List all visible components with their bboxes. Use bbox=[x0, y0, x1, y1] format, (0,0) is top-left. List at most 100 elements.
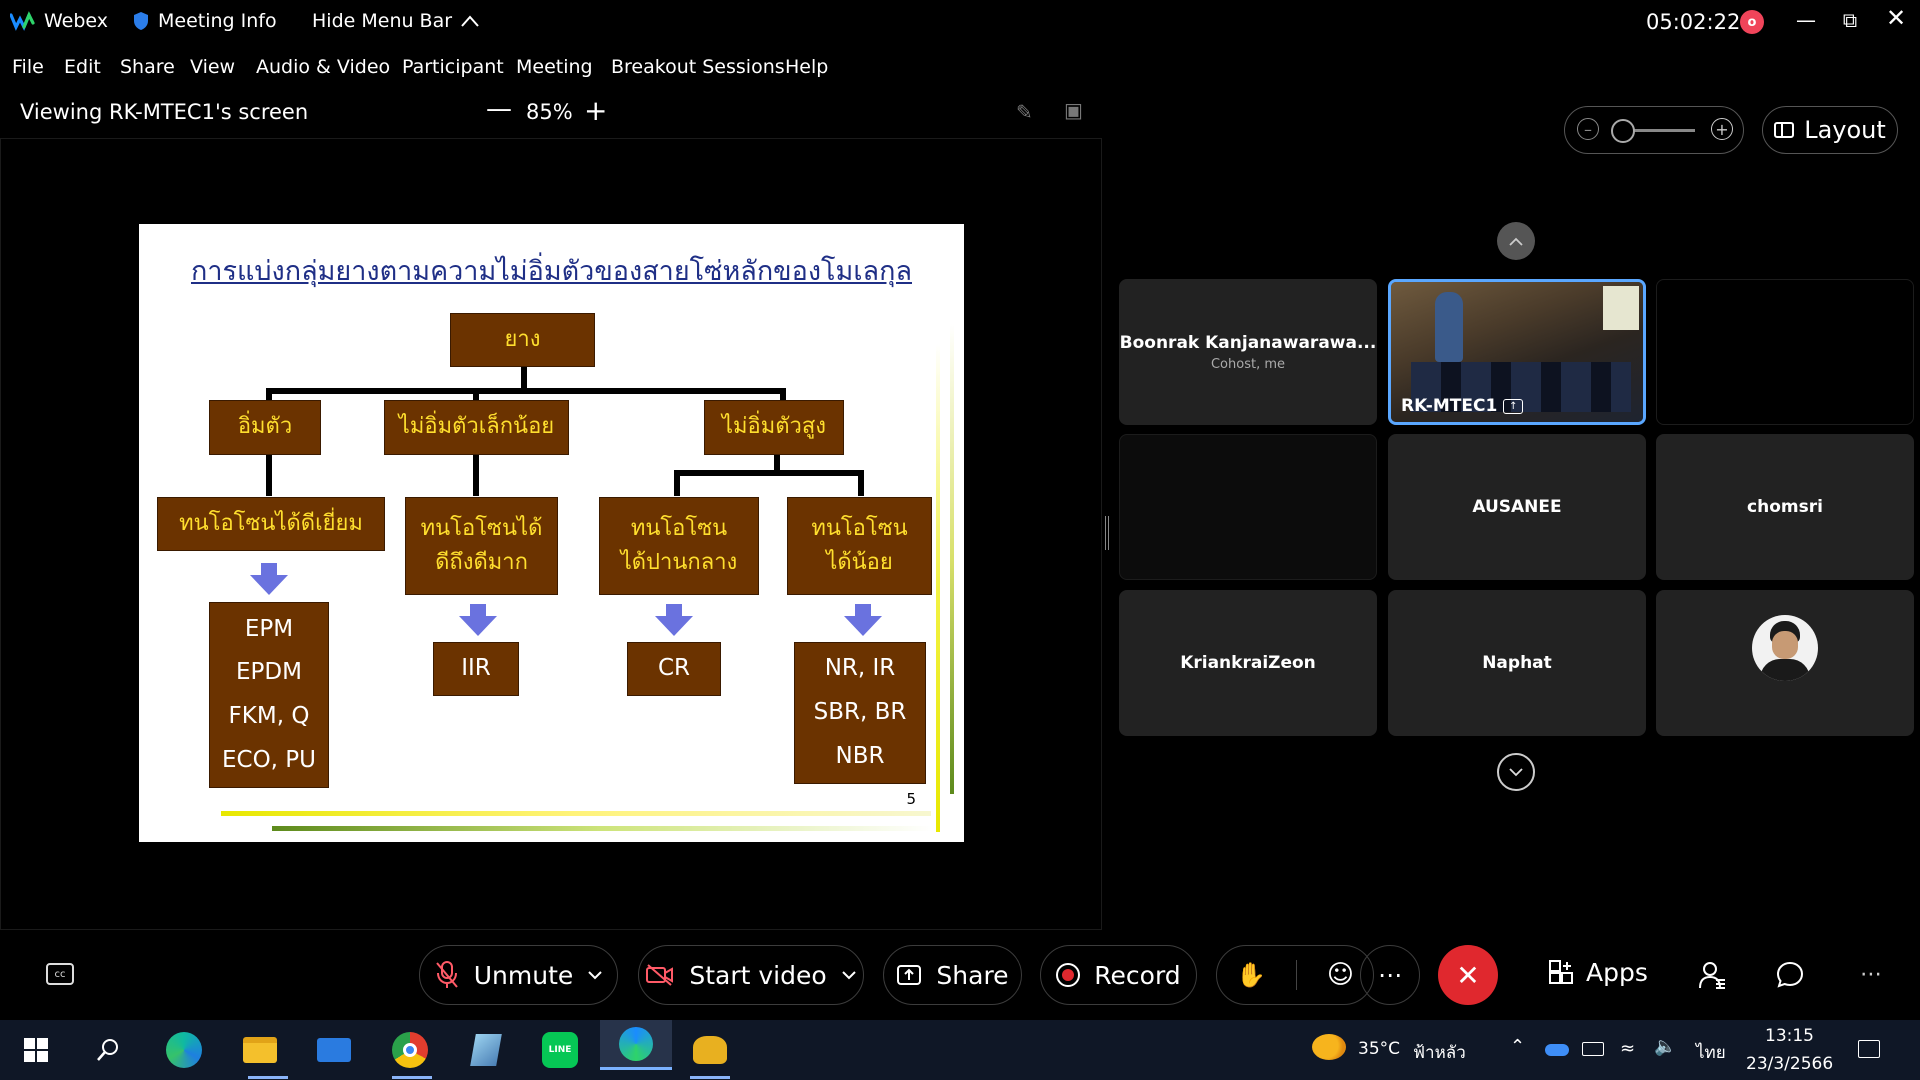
menu-view[interactable]: View bbox=[190, 56, 236, 78]
input-language[interactable]: ไทย bbox=[1696, 1043, 1726, 1063]
hide-menu-bar-button[interactable]: Hide Menu Bar bbox=[312, 10, 480, 32]
zoom-in-icon[interactable]: + bbox=[1711, 118, 1733, 140]
minimize-button[interactable]: — bbox=[1796, 8, 1816, 32]
scroll-up-button[interactable] bbox=[1497, 222, 1535, 260]
hide-menu-label: Hide Menu Bar bbox=[312, 10, 453, 32]
participant-name: RK-MTEC1 bbox=[1401, 396, 1498, 416]
apps-icon bbox=[1549, 959, 1573, 984]
arrow-stem bbox=[666, 604, 682, 616]
start-video-button[interactable]: Start video bbox=[638, 945, 864, 1005]
app-name: Webex bbox=[44, 10, 109, 32]
taskbar-active-indicator bbox=[392, 1076, 432, 1079]
notification-center-icon[interactable] bbox=[1858, 1040, 1880, 1058]
participant-tile-rk-mtec1[interactable]: RK-MTEC1 ↑ bbox=[1388, 279, 1646, 425]
scroll-down-button[interactable] bbox=[1497, 753, 1535, 791]
connector bbox=[266, 388, 786, 394]
share-button[interactable]: Share bbox=[883, 945, 1022, 1005]
participant-tile-naphat[interactable]: Naphat bbox=[1388, 590, 1646, 736]
webex-taskbar-icon[interactable] bbox=[600, 1020, 672, 1070]
participant-tile-avatar[interactable] bbox=[1656, 590, 1914, 736]
menu-audio-video[interactable]: Audio & Video bbox=[256, 56, 391, 78]
taskbar-active-indicator bbox=[690, 1076, 730, 1079]
apps-button[interactable]: Apps bbox=[1548, 958, 1648, 987]
participant-tile-chomsri[interactable]: chomsri bbox=[1656, 434, 1914, 580]
windows-start-icon[interactable] bbox=[16, 1030, 56, 1070]
onedrive-icon[interactable] bbox=[1545, 1044, 1569, 1056]
participants-panel-button[interactable] bbox=[1698, 960, 1726, 994]
layout-button[interactable]: Layout bbox=[1762, 106, 1898, 154]
down-arrow-icon bbox=[844, 616, 882, 636]
connector bbox=[674, 470, 864, 476]
weather-desc[interactable]: ฟ้าหลัว bbox=[1413, 1043, 1466, 1063]
chrome-icon[interactable] bbox=[390, 1030, 430, 1070]
search-icon[interactable] bbox=[88, 1030, 128, 1070]
meeting-info-button[interactable]: Meeting Info bbox=[132, 10, 277, 32]
menu-help[interactable]: Help bbox=[785, 56, 829, 78]
chevron-down-icon[interactable] bbox=[587, 970, 603, 980]
more-options-button[interactable]: ⋯ bbox=[1360, 945, 1420, 1005]
more-panels-button[interactable]: ⋯ bbox=[1860, 962, 1882, 987]
chat-button[interactable] bbox=[1776, 960, 1804, 992]
remote-control-icon[interactable]: ▣ bbox=[1064, 98, 1083, 122]
menu-participant[interactable]: Participant bbox=[402, 56, 504, 78]
taskbar-date[interactable]: 23/3/2566 bbox=[1746, 1054, 1834, 1074]
battery-icon[interactable] bbox=[1582, 1042, 1604, 1056]
zoom-out-icon[interactable]: – bbox=[1577, 118, 1599, 140]
zoom-slider-thumb[interactable] bbox=[1611, 119, 1635, 143]
zoom-level: 85% bbox=[526, 100, 573, 124]
menu-edit[interactable]: Edit bbox=[64, 56, 101, 78]
file-explorer-icon[interactable] bbox=[240, 1030, 280, 1070]
zoom-out-button[interactable]: — bbox=[486, 94, 512, 124]
paint-app-icon[interactable] bbox=[690, 1030, 730, 1070]
edge-browser-icon[interactable] bbox=[164, 1030, 204, 1070]
arrow-stem bbox=[261, 563, 277, 575]
leave-meeting-button[interactable]: ✕ bbox=[1438, 945, 1498, 1005]
volume-icon[interactable]: 🔈 bbox=[1654, 1036, 1677, 1057]
ozone-good-box: ทนโอโซนได้ ดีถึงดีมาก bbox=[405, 497, 558, 595]
captions-button[interactable]: cc bbox=[46, 963, 74, 985]
menu-share[interactable]: Share bbox=[120, 56, 175, 78]
chevron-up-icon[interactable]: ⌃ bbox=[1510, 1036, 1526, 1057]
video-screen bbox=[1603, 286, 1639, 330]
menu-meeting[interactable]: Meeting bbox=[516, 56, 593, 78]
avatar bbox=[1752, 615, 1818, 681]
video-off-icon bbox=[646, 964, 674, 986]
video-presenter-figure bbox=[1435, 292, 1463, 362]
meeting-clock: 05:02:22 bbox=[1646, 10, 1741, 34]
participant-tile-empty-2[interactable] bbox=[1119, 434, 1377, 580]
wifi-icon[interactable]: ≈ bbox=[1620, 1038, 1636, 1059]
raise-hand-icon[interactable]: ✋ bbox=[1236, 961, 1266, 989]
record-icon bbox=[1056, 963, 1081, 987]
taskbar-time[interactable]: 13:15 bbox=[1765, 1026, 1814, 1046]
taskbar-active-indicator bbox=[248, 1076, 288, 1079]
annotate-icon[interactable]: ✎ bbox=[1016, 100, 1033, 124]
chevron-up-icon bbox=[461, 15, 479, 27]
ozone-low-box: ทนโอโซน ได้น้อย bbox=[787, 497, 932, 595]
connector bbox=[774, 454, 780, 476]
viewing-label: Viewing RK-MTEC1's screen bbox=[20, 100, 309, 124]
menu-file[interactable]: File bbox=[12, 56, 44, 78]
webex-logo-icon bbox=[10, 11, 35, 31]
line-app-icon[interactable]: LINE bbox=[540, 1030, 580, 1070]
weather-temp[interactable]: 35°C bbox=[1358, 1039, 1401, 1059]
slide-decoration-vertical bbox=[950, 324, 954, 794]
reactions-icon[interactable]: ☺ bbox=[1326, 960, 1354, 990]
video-audience bbox=[1411, 362, 1631, 412]
menu-breakout-sessions[interactable]: Breakout Sessions bbox=[611, 56, 785, 78]
mail-icon[interactable] bbox=[314, 1030, 354, 1070]
notes-app-icon[interactable] bbox=[466, 1030, 506, 1070]
participant-tile-boonrak[interactable]: Boonrak Kanjanawarawa... Cohost, me bbox=[1119, 279, 1377, 425]
chevron-down-icon[interactable] bbox=[841, 970, 857, 980]
unmute-button[interactable]: Unmute bbox=[419, 945, 618, 1005]
rubber-list-saturated: EPM EPDM FKM, Q ECO, PU bbox=[209, 602, 329, 788]
panel-resize-handle[interactable] bbox=[1105, 516, 1109, 550]
participant-tile-ausanee[interactable]: AUSANEE bbox=[1388, 434, 1646, 580]
restore-button[interactable]: ⧉ bbox=[1842, 8, 1858, 32]
slide-title: การแบ่งกลุ่มยางตามความไม่อิ่มตัวของสายโซ… bbox=[190, 256, 912, 287]
participant-tile-kriankraizeon[interactable]: KriankraiZeon bbox=[1119, 590, 1377, 736]
zoom-in-button[interactable]: + bbox=[584, 94, 608, 127]
participant-tile-empty-1[interactable] bbox=[1656, 279, 1914, 425]
close-window-button[interactable]: ✕ bbox=[1885, 4, 1907, 32]
record-button[interactable]: Record bbox=[1040, 945, 1197, 1005]
zoom-slider-track[interactable] bbox=[1615, 129, 1695, 132]
